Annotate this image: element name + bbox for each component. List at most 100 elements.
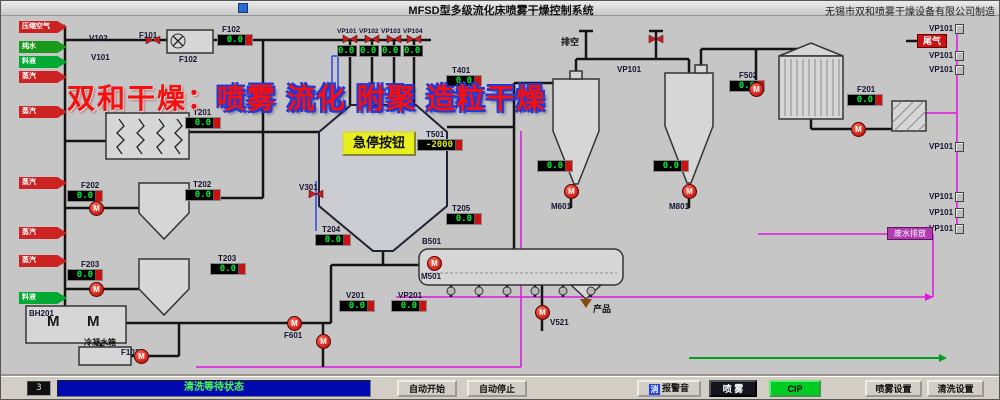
instrument-value: -2000 xyxy=(425,140,453,150)
instrument-display: 0.0 xyxy=(185,189,221,201)
instrument-display: 0.0 xyxy=(653,160,689,172)
auto-start-button[interactable]: 自动开始 xyxy=(397,380,457,397)
instrument-value: 0.0 xyxy=(455,76,472,86)
valve-actuator-icon[interactable] xyxy=(955,65,964,75)
pump-icon[interactable]: M xyxy=(89,201,104,216)
instrument-tag: V201 xyxy=(346,291,365,300)
instrument-value: 0.0 xyxy=(738,81,755,91)
damper-icon[interactable] xyxy=(586,286,596,296)
valve-actuator-icon[interactable] xyxy=(955,142,964,152)
instrument-display: 0.0 xyxy=(339,300,375,312)
valve-actuator-icon[interactable] xyxy=(955,192,964,202)
pump-icon[interactable]: M xyxy=(89,282,104,297)
instrument-value: 0.0 xyxy=(400,301,417,311)
equipment-tag: F601 xyxy=(284,331,303,340)
pump-icon[interactable]: M xyxy=(316,334,331,349)
damper-icon[interactable] xyxy=(558,286,568,296)
feed-arrow: 压缩空气 xyxy=(19,21,67,33)
pump-icon[interactable]: M xyxy=(851,122,866,137)
valve-icon[interactable] xyxy=(308,189,324,199)
instrument-tag: T204 xyxy=(322,225,341,234)
equipment-tag: VP101 xyxy=(929,51,954,60)
instrument-value: 0.0 xyxy=(360,46,377,56)
instrument-tag: VP104 xyxy=(403,28,423,35)
damper-icon[interactable] xyxy=(474,286,484,296)
instrument-tag: VP103 xyxy=(381,28,401,35)
spray-button[interactable]: 喷 雾 xyxy=(709,380,757,397)
feed-arrow: 蒸汽 xyxy=(19,255,67,267)
valve-icon[interactable] xyxy=(406,34,422,44)
auto-stop-button[interactable]: 自动停止 xyxy=(467,380,527,397)
equipment-tag: F101 xyxy=(139,31,158,40)
instrument-display: 0.0 xyxy=(217,34,253,46)
valve-icon[interactable] xyxy=(648,34,664,44)
alarm-chip xyxy=(356,46,358,56)
alarm-chip xyxy=(343,235,350,245)
valve-actuator-icon[interactable] xyxy=(955,51,964,61)
instrument-value: 0.0 xyxy=(455,214,472,224)
fan-blades xyxy=(172,35,184,47)
feed-tank xyxy=(25,305,127,344)
cip-button[interactable]: CIP xyxy=(769,380,821,397)
instrument-display: 0.0 xyxy=(315,234,351,246)
manufacturer-label: 无锡市双和喷雾干燥设备有限公司制造 xyxy=(825,7,995,18)
alarm-chip xyxy=(213,118,220,128)
feed-arrow: 纯水 xyxy=(19,41,67,53)
equipment-tag: M601 xyxy=(551,202,572,211)
pump-icon[interactable]: M xyxy=(749,82,764,97)
alarm-chip xyxy=(474,214,481,224)
valve-actuator-icon[interactable] xyxy=(955,208,964,218)
cyclone-2-outlet xyxy=(694,64,708,74)
damper-icon[interactable] xyxy=(502,286,512,296)
valve-actuator-icon[interactable] xyxy=(955,224,964,234)
valve-icon[interactable] xyxy=(364,34,380,44)
emergency-stop-button[interactable]: 急停按钮 xyxy=(342,131,416,156)
pump-icon[interactable]: M xyxy=(427,256,442,271)
equipment-tag: M501 xyxy=(421,272,442,281)
damper-icon[interactable] xyxy=(530,286,540,296)
equipment-tag: V521 xyxy=(550,318,569,327)
instrument-tag: F203 xyxy=(81,260,100,269)
instrument-display: 0.0 xyxy=(847,94,883,106)
damper-icon[interactable] xyxy=(446,286,456,296)
instrument-tag: F102 xyxy=(222,25,241,34)
spray-settings-button[interactable]: 喷雾设置 xyxy=(865,380,922,397)
feed-arrow: 蒸汽 xyxy=(19,106,67,118)
instrument-tag: VP101 xyxy=(337,28,357,35)
cyclone-1-outlet xyxy=(569,70,583,80)
product-arrow xyxy=(580,299,592,308)
instrument-display: 0.0 xyxy=(381,45,402,57)
pump-icon[interactable]: M xyxy=(134,349,149,364)
equipment-tag: VP101 xyxy=(617,65,642,74)
counter-display: 3 xyxy=(27,381,51,396)
instrument-value: 0.0 xyxy=(348,301,365,311)
instrument-value: 0.0 xyxy=(194,190,211,200)
pump-icon[interactable]: M xyxy=(287,316,302,331)
feed-arrow: 蒸汽 xyxy=(19,227,67,239)
control-bar: 3 清洗等待状态 自动开始 自动停止 消报警音 喷 雾 CIP 喷雾设置 清洗设… xyxy=(1,376,999,399)
clean-settings-button[interactable]: 清洗设置 xyxy=(927,380,984,397)
alarm-chip xyxy=(419,301,426,311)
instrument-display: 0.0 xyxy=(67,190,103,202)
cyclone-1 xyxy=(552,78,600,185)
heater-elements xyxy=(116,118,183,155)
steam-heater-2 xyxy=(138,258,190,317)
equipment-tag: VP101 xyxy=(929,192,954,201)
valve-icon[interactable] xyxy=(386,34,402,44)
pump-icon[interactable]: M xyxy=(682,184,697,199)
alarm-chip xyxy=(875,95,882,105)
instrument-value: 0.0 xyxy=(226,35,243,45)
instrument-tag: F201 xyxy=(857,85,876,94)
instrument-display: 0.0 xyxy=(446,213,482,225)
pump-icon[interactable]: M xyxy=(564,184,579,199)
valve-icon[interactable] xyxy=(342,34,358,44)
equipment-tag: B501 xyxy=(422,237,442,246)
valve-icon[interactable] xyxy=(145,35,161,45)
valve-actuator-icon[interactable] xyxy=(955,24,964,34)
equipment-tag: F102 xyxy=(179,55,198,64)
alarm-chip xyxy=(213,190,220,200)
pump-icon[interactable]: M xyxy=(535,305,550,320)
mute-alarm-button[interactable]: 消报警音 xyxy=(637,380,701,397)
steam-heater-1 xyxy=(138,182,190,241)
